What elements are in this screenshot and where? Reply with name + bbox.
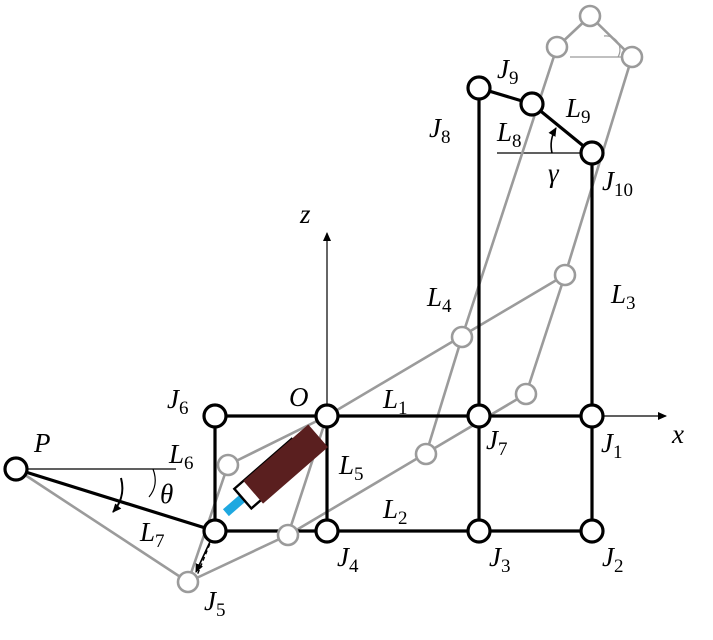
z-axis-label: z — [299, 199, 311, 229]
joint-j7 — [466, 403, 492, 429]
joint-label-j6: J6 — [167, 384, 188, 419]
gamma-arc-gray — [603, 35, 621, 58]
joint-j8 — [466, 75, 492, 101]
link-label-l1: L1 — [382, 384, 408, 419]
gray-joints — [176, 4, 644, 594]
joint-j3 — [466, 518, 492, 544]
link-label-l7: L7 — [139, 517, 165, 552]
joint-j5 — [202, 518, 228, 544]
link-label-l9: L9 — [565, 93, 591, 128]
joint-label-j1: J1 — [601, 428, 622, 463]
joint-p — [3, 456, 29, 482]
angle-markers — [112, 127, 557, 513]
joint-label-j9: J9 — [497, 54, 518, 89]
joint-label-j8: J8 — [429, 113, 450, 148]
joint-origin — [314, 403, 340, 429]
theta-arc — [112, 477, 124, 513]
theta-label: θ — [160, 479, 173, 509]
joint-label-j7: J7 — [486, 425, 507, 460]
black-joints — [3, 75, 605, 544]
point-p-label: P — [33, 428, 51, 458]
main-mechanism — [14, 86, 594, 579]
x-axis-label: x — [671, 419, 684, 449]
gamma-arc — [548, 127, 557, 154]
joint-j1 — [579, 403, 605, 429]
link-label-l4: L4 — [426, 282, 452, 317]
link-label-l6: L6 — [168, 439, 194, 474]
joint-label-j2: J2 — [602, 542, 623, 577]
joint-j9 — [519, 91, 545, 117]
joint-label-j4: J4 — [337, 542, 359, 577]
link-label-l8: L8 — [496, 117, 522, 152]
joint-label-j3: J3 — [489, 542, 510, 577]
joint-j10 — [579, 140, 605, 166]
joint-j4 — [314, 518, 340, 544]
link-label-l2: L2 — [382, 494, 408, 529]
gamma-label: γ — [548, 158, 560, 188]
joint-label-j5: J5 — [204, 586, 225, 621]
origin-label: O — [289, 382, 309, 412]
theta-arc-gray — [148, 468, 156, 498]
joint-j6 — [202, 403, 228, 429]
link-label-l3: L3 — [610, 279, 636, 314]
joint-j2 — [579, 518, 605, 544]
joint-label-j10: J10 — [602, 166, 633, 201]
actuator — [222, 424, 328, 517]
actuator-body — [243, 424, 328, 504]
labels: z x O P θ γ J1 J2 J3 J4 J5 J6 J7 J8 J9 J… — [33, 54, 684, 621]
link-label-l5: L5 — [338, 450, 364, 485]
